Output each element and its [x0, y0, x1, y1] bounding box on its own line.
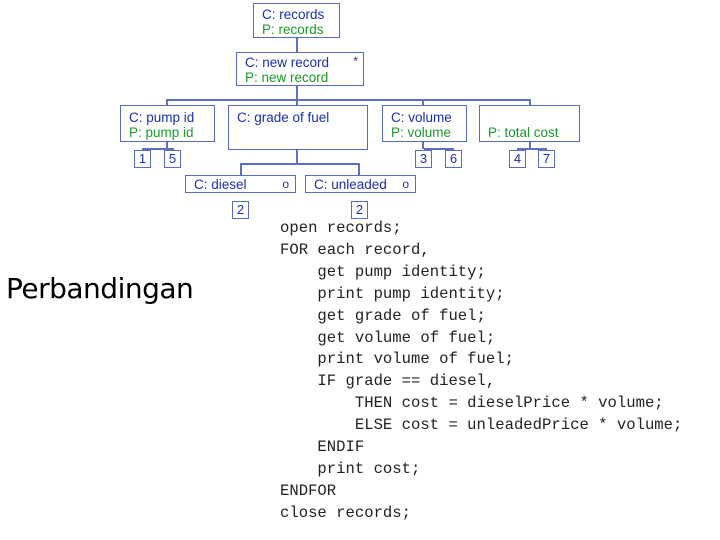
code-line: print cost;: [280, 459, 421, 478]
op-number: 5: [164, 150, 181, 168]
node-unleaded-c: C: unleaded: [314, 177, 387, 192]
code-line: ENDIF: [280, 438, 365, 457]
connector: [296, 86, 298, 99]
connector: [422, 99, 424, 105]
code-line: get volume of fuel;: [280, 328, 496, 347]
node-pump-id: C: pump id P: pump id: [120, 105, 215, 142]
connector: [358, 163, 360, 175]
node-volume-c: C: volume: [391, 110, 452, 125]
connector: [166, 99, 168, 105]
node-grade-of-fuel: C: grade of fuel: [228, 105, 368, 150]
connector: [529, 142, 531, 149]
op-number: 2: [351, 201, 368, 219]
node-pump-id-c: C: pump id: [129, 110, 195, 125]
connector: [296, 99, 298, 105]
node-volume: C: volume P: volume: [382, 105, 467, 142]
code-line: ELSE cost = unleadedPrice * volume;: [280, 416, 683, 435]
connector: [240, 163, 242, 175]
code-line: ENDFOR: [280, 481, 337, 500]
structure-diagram: C: records P: records C: new record P: n…: [0, 0, 720, 225]
code-line: close records;: [280, 503, 412, 522]
selection-mark: o: [402, 177, 409, 191]
node-new-record-p: P: new record: [245, 70, 329, 85]
node-diesel-c: C: diesel: [194, 177, 247, 192]
node-pump-id-p: P: pump id: [129, 125, 194, 140]
op-number: 6: [445, 150, 462, 168]
node-grade-of-fuel-c: C: grade of fuel: [237, 110, 330, 125]
node-records-c: C: records: [262, 7, 325, 22]
code-line: get grade of fuel;: [280, 306, 486, 325]
connector: [529, 99, 531, 105]
slide-heading: Perbandingan: [6, 272, 194, 305]
code-line: open records;: [280, 219, 402, 237]
node-total-cost: P: total cost: [479, 105, 580, 142]
connector: [166, 142, 168, 149]
connector: [517, 148, 547, 150]
node-records: C: records P: records: [253, 3, 340, 38]
code-line: IF grade == diesel,: [280, 372, 496, 391]
node-volume-p: P: volume: [391, 125, 452, 140]
iteration-mark: *: [353, 54, 358, 68]
connector: [142, 148, 174, 150]
node-new-record: C: new record P: new record *: [236, 52, 364, 86]
code-line: THEN cost = dieselPrice * volume;: [280, 394, 664, 413]
node-records-p: P: records: [262, 22, 324, 37]
code-line: print volume of fuel;: [280, 350, 514, 369]
op-number: 4: [509, 150, 526, 168]
connector: [424, 148, 454, 150]
op-number: 2: [232, 201, 249, 219]
code-line: FOR each record,: [280, 240, 430, 259]
op-number: 7: [538, 150, 555, 168]
code-line: print pump identity;: [280, 284, 505, 303]
connector: [240, 163, 360, 165]
connector: [296, 150, 298, 164]
connector: [166, 99, 530, 101]
node-diesel: C: diesel o: [185, 175, 296, 193]
op-number: 1: [134, 150, 151, 168]
connector: [422, 142, 424, 149]
code-line: get pump identity;: [280, 262, 486, 281]
selection-mark: o: [282, 177, 289, 191]
pseudocode-block: open records; FOR each record, get pump …: [280, 218, 682, 525]
connector: [296, 38, 298, 52]
node-unleaded: C: unleaded o: [305, 175, 416, 193]
node-total-cost-p: P: total cost: [488, 125, 559, 140]
op-number: 3: [415, 150, 432, 168]
node-new-record-c: C: new record: [245, 55, 330, 70]
